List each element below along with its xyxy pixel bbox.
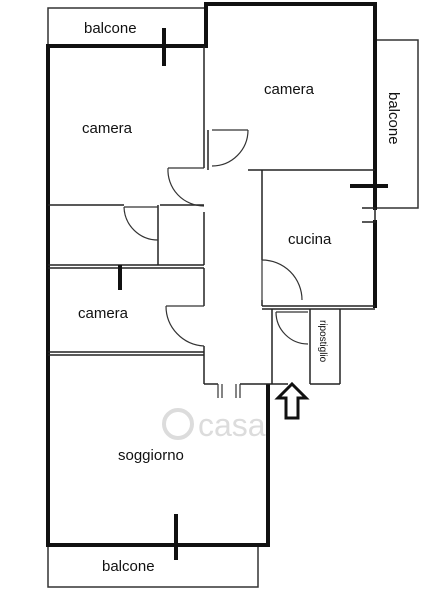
watermark-text: casa: [198, 407, 266, 443]
balcony-outlines: [47, 7, 419, 588]
soggiorno-label: soggiorno: [118, 447, 184, 464]
door-swings: [123, 129, 309, 398]
arrow-up-icon: [274, 381, 310, 420]
camera-top-right-label: camera: [264, 81, 315, 98]
balcone-top-label: balcone: [84, 20, 137, 37]
interior-walls: [48, 46, 376, 385]
camera-middle-label: camera: [78, 305, 129, 322]
balcone-bottom-label: balcone: [102, 558, 155, 575]
walls: [46, 2, 377, 547]
watermark: casa: [162, 407, 266, 443]
ripostiglio-label: ripostiglio: [317, 320, 328, 363]
cucina-label: cucina: [288, 231, 332, 248]
balcone-right-label: balcone: [385, 92, 402, 145]
window-marks: [118, 28, 388, 560]
camera-left-label: camera: [82, 120, 133, 137]
